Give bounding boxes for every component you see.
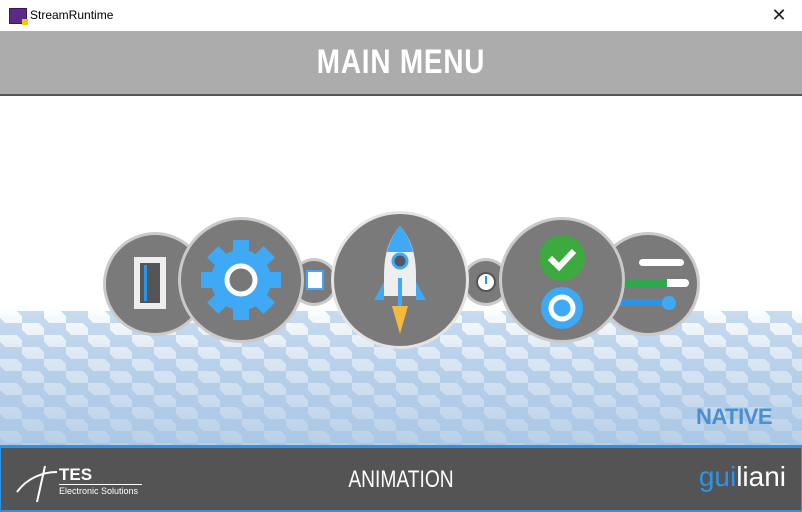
- gear-icon: [201, 240, 281, 320]
- gauge-icon: [476, 272, 496, 292]
- brand-part-a: gui: [698, 461, 737, 492]
- door-panel-icon: [134, 257, 166, 309]
- company-name: TES: [59, 465, 93, 484]
- guiliani-logo: guiliani: [699, 461, 786, 493]
- window-icon: [306, 270, 324, 290]
- menu-item-rocket[interactable]: [331, 211, 469, 349]
- footer: TES Electronic Solutions ANIMATION guili…: [0, 445, 802, 512]
- menu-item-settings[interactable]: [178, 217, 304, 343]
- company-subtitle: Electronic Solutions: [59, 484, 142, 496]
- tes-logo-icon: [16, 465, 58, 502]
- window-title: StreamRuntime: [30, 8, 114, 22]
- title-bar: StreamRuntime ✕: [0, 0, 802, 31]
- header: MAIN MENU: [0, 31, 802, 96]
- carousel-area: NATIVE: [0, 96, 802, 445]
- brand-part-b: liani: [736, 461, 786, 492]
- rocket-icon: [374, 226, 426, 334]
- menu-item-checks[interactable]: [499, 217, 625, 343]
- sliders-icon: [619, 259, 689, 310]
- current-item-label: ANIMATION: [348, 466, 454, 493]
- close-button[interactable]: ✕: [771, 5, 787, 25]
- native-watermark: NATIVE: [696, 404, 773, 429]
- app-icon: [9, 8, 28, 25]
- page-title: MAIN MENU: [316, 43, 486, 81]
- check-radio-icon: [539, 235, 585, 329]
